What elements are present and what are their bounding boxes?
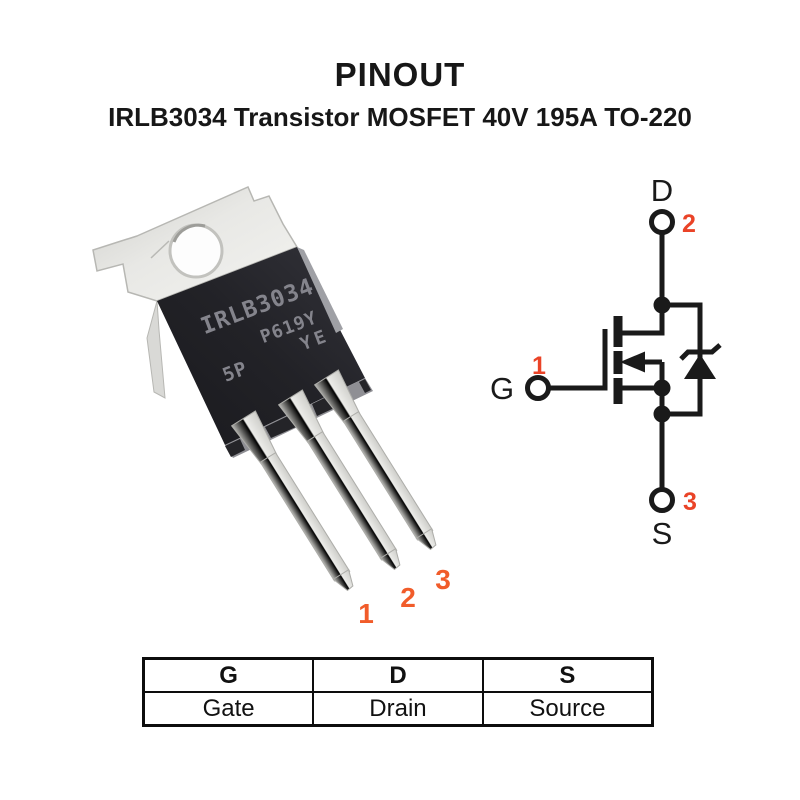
- mosfet-schematic: [525, 209, 722, 513]
- gate-letter: G: [490, 371, 514, 406]
- body-stub: [265, 415, 296, 438]
- pin-table-header-d: D: [312, 657, 484, 693]
- diode-cathode-bar: [679, 343, 722, 361]
- drain-letter: D: [651, 173, 673, 208]
- pin-table-value-drain: Drain: [312, 691, 484, 727]
- body-stub: [225, 439, 245, 457]
- drain-terminal: [649, 209, 675, 235]
- page-subtitle: IRLB3034 Transistor MOSFET 40V 195A TO-2…: [108, 102, 692, 132]
- drain-pin-number: 2: [682, 210, 696, 238]
- pin-table-header-row: G D S: [142, 657, 654, 693]
- body-stub: [359, 379, 371, 393]
- source-letter: S: [652, 516, 673, 551]
- photo-pin-1-label: 1: [358, 598, 374, 629]
- gate-pin-number: 1: [532, 352, 546, 380]
- tab-left-edge: [146, 300, 166, 399]
- photo-pin-3-label: 3: [435, 564, 451, 595]
- junction-dot: [653, 296, 671, 314]
- pin-table-value-source: Source: [481, 691, 654, 727]
- photo-pin-2-label: 2: [400, 582, 416, 613]
- pin-table-header-g: G: [142, 657, 315, 693]
- pin-table-value-row: Gate Drain Source: [142, 691, 654, 727]
- junction-dot: [653, 405, 671, 423]
- pin-table: G D S Gate Drain Source: [142, 657, 654, 727]
- gate-terminal: [525, 375, 551, 401]
- source-pin-number: 3: [683, 488, 697, 516]
- source-terminal: [649, 487, 675, 513]
- leg-2: [277, 389, 401, 571]
- leg-1: [230, 410, 354, 592]
- pin-table-header-s: S: [481, 657, 654, 693]
- leg-3: [313, 369, 437, 551]
- body-diode-branch: [662, 302, 703, 417]
- page-title: PINOUT: [334, 56, 466, 93]
- plastic-body: [157, 247, 365, 445]
- body-edge-glint: [297, 247, 343, 333]
- transistor-photo: IRLB3034 P619Y YE 5P 1 2 3: [92, 186, 451, 629]
- junction-dot: [653, 379, 671, 397]
- diode-triangle: [684, 354, 716, 379]
- mounting-hole-shadow: [172, 223, 206, 243]
- body-arrowhead: [620, 351, 645, 373]
- tab-scratch: [150, 240, 170, 259]
- pin-table-value-gate: Gate: [142, 691, 315, 727]
